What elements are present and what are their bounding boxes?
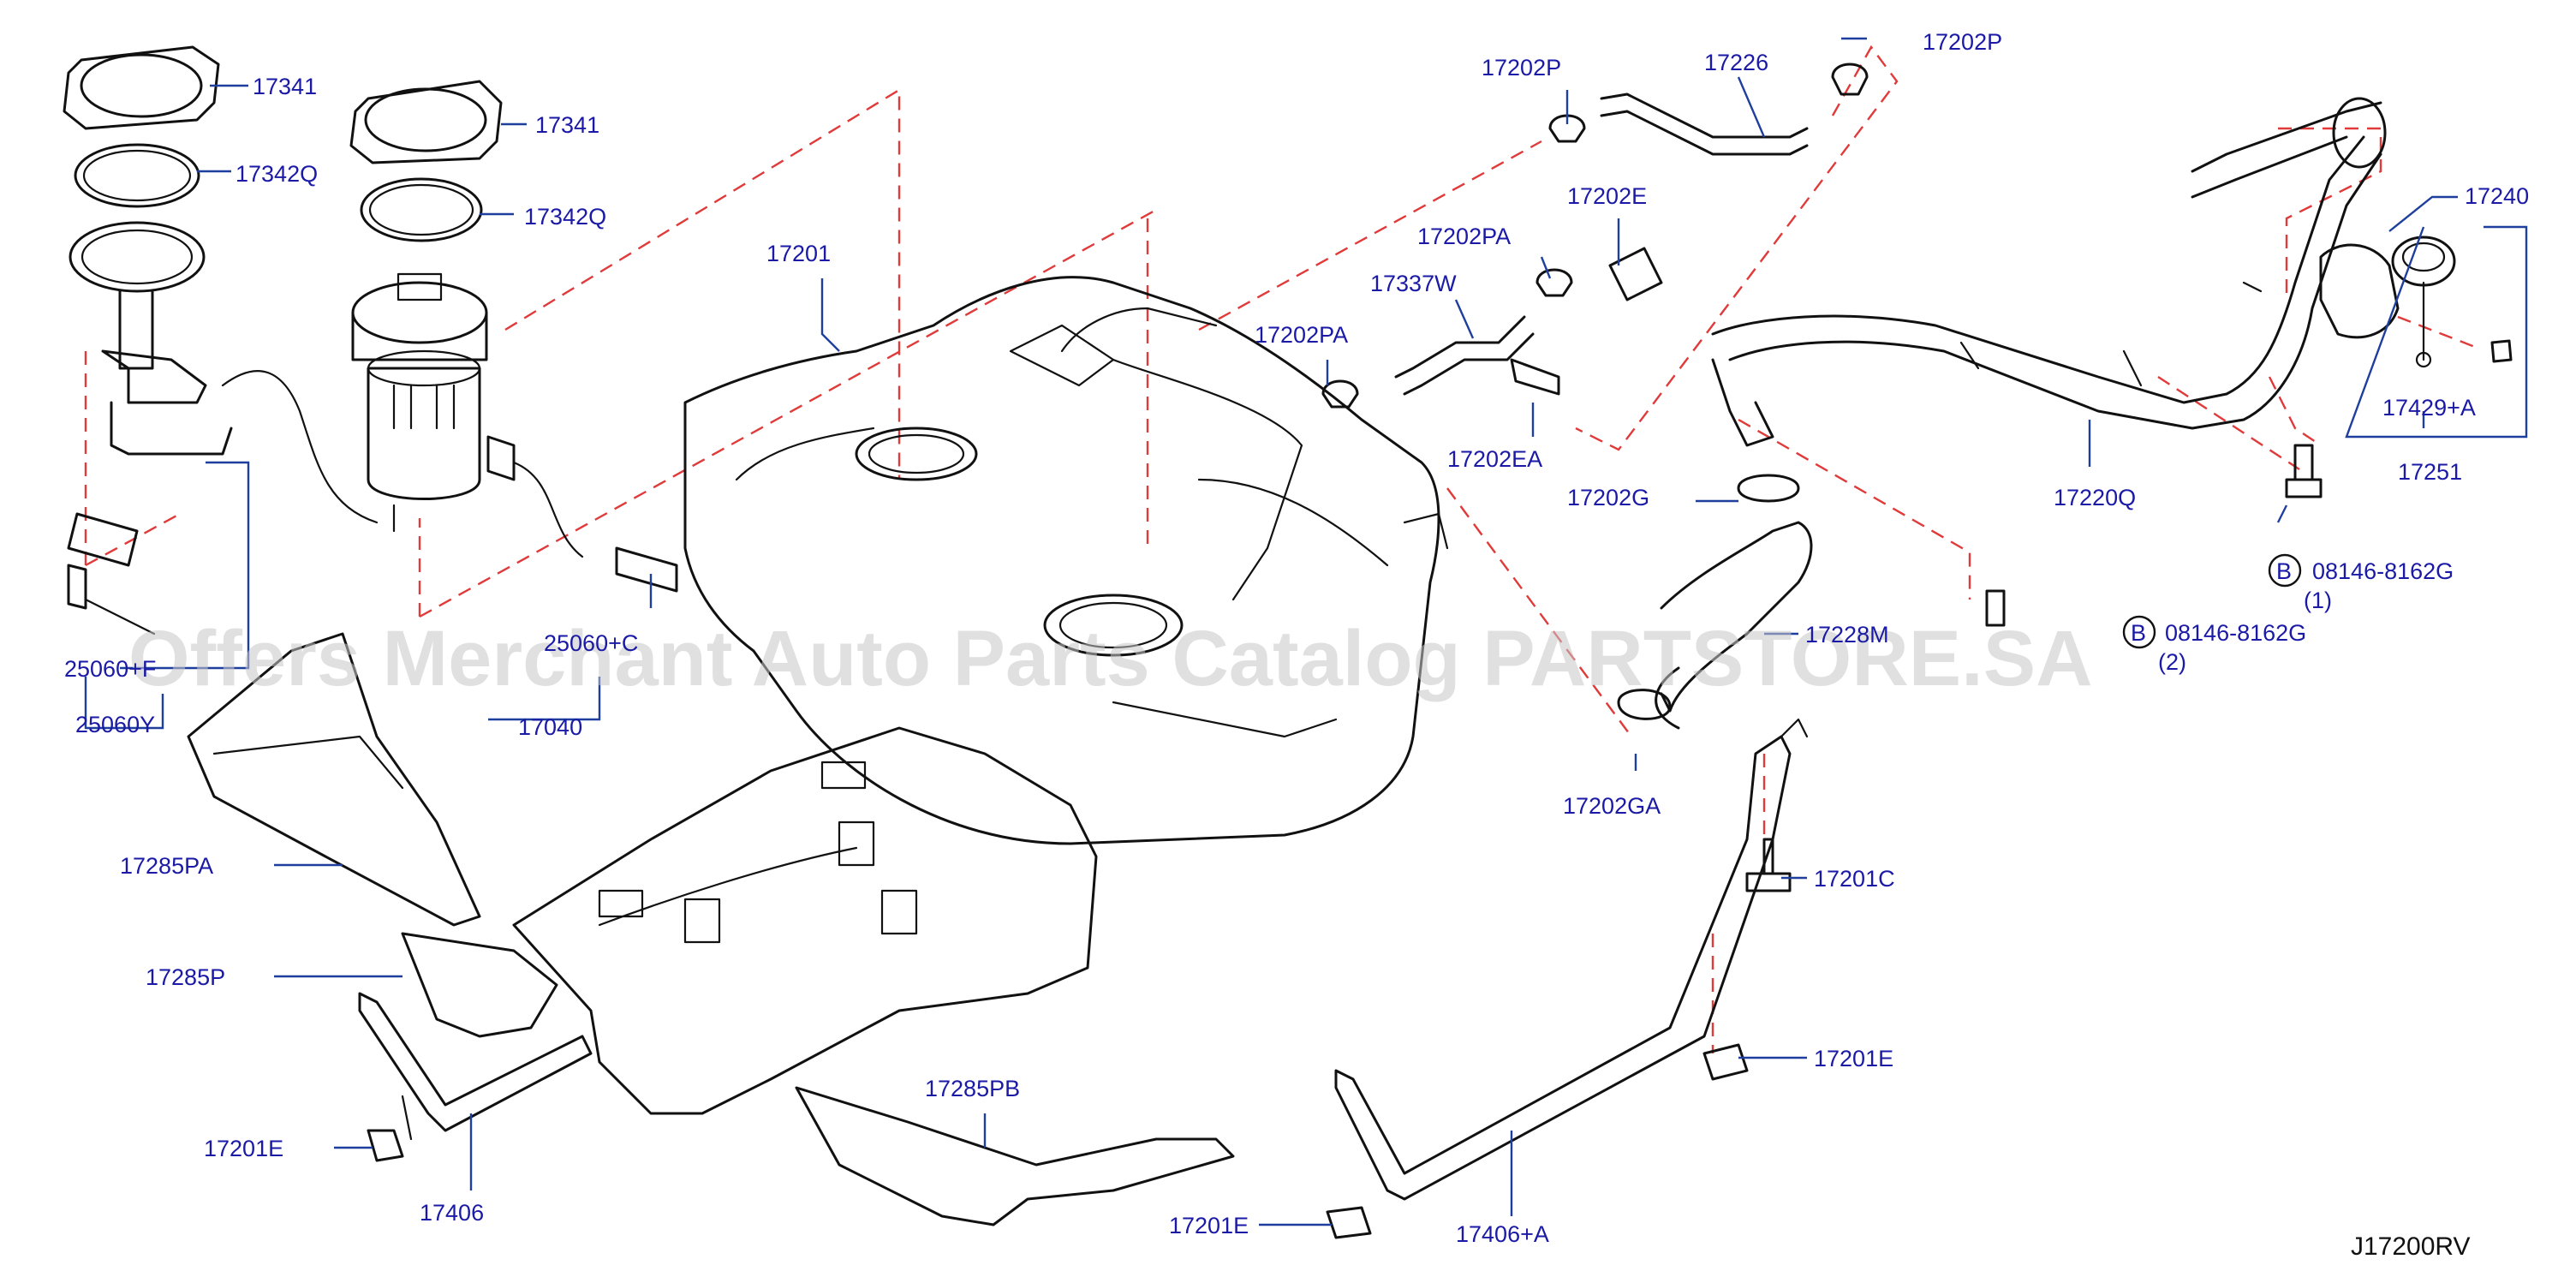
label-17429a[interactable]: 17429+A	[2382, 395, 2476, 421]
label-17202g[interactable]: 17202G	[1567, 485, 1649, 510]
label-17202e[interactable]: 17202E	[1567, 183, 1647, 209]
label-25060f[interactable]: 25060+F	[64, 656, 156, 682]
lock-ring-17341-left	[63, 45, 220, 130]
filler-tube-17220q	[1711, 97, 2387, 447]
label-17341-left[interactable]: 17341	[253, 74, 317, 99]
fuel-sender-unit-left	[67, 221, 379, 636]
mounting-band-17406a	[1334, 718, 1809, 1201]
label-17240[interactable]: 17240	[2465, 183, 2529, 209]
label-17202ga[interactable]: 17202GA	[1563, 793, 1661, 819]
label-17226[interactable]: 17226	[1704, 50, 1768, 75]
label-17406a[interactable]: 17406+A	[1456, 1221, 1549, 1247]
bolt-08146-8162g-1[interactable]: B 08146-8162G (1)	[2268, 553, 2454, 613]
filler-cap-17251	[2391, 236, 2456, 368]
label-17201[interactable]: 17201	[766, 241, 831, 266]
bolt-08146-8162g-2[interactable]: B 08146-8162G (2)	[2122, 615, 2306, 675]
label-17285pb[interactable]: 17285PB	[925, 1076, 1020, 1101]
part-labels: 17341 17342Q 17341 17342Q 17201 17202P 1…	[64, 29, 2529, 1247]
hose-clamps	[1321, 63, 1869, 720]
heat-shield-17285pa	[187, 632, 481, 927]
lock-ring-17341-right	[349, 80, 503, 164]
label-17285pa[interactable]: 17285PA	[120, 853, 213, 879]
leader-lines	[84, 37, 2528, 1226]
label-17040[interactable]: 17040	[518, 714, 582, 740]
label-25060c[interactable]: 25060+C	[544, 630, 638, 656]
fasteners	[367, 339, 2513, 1239]
label-17342q-left[interactable]: 17342Q	[236, 161, 318, 187]
filler-hose-17228m	[1655, 521, 1813, 730]
label-25060y[interactable]: 25060Y	[75, 712, 155, 737]
heat-shield-17285p	[401, 932, 558, 1038]
label-17202pa-top[interactable]: 17202PA	[1417, 224, 1511, 249]
fuel-tank-17201	[683, 276, 1449, 845]
label-17202pa-mid[interactable]: 17202PA	[1255, 322, 1348, 348]
label-17201e-bottom[interactable]: 17201E	[1169, 1213, 1249, 1238]
label-qty-2: (2)	[2158, 649, 2186, 675]
bolt-marker-b: B	[2276, 558, 2292, 584]
vent-hose-17337w	[1394, 315, 1535, 396]
heat-shield-17285pb	[795, 1086, 1235, 1226]
label-08146-8162g-2: 08146-8162G	[2165, 620, 2306, 646]
watermark: Offers Merchant Auto Parts Catalog PARTS…	[128, 615, 2093, 702]
bolt-marker-b-2: B	[2131, 620, 2146, 646]
label-17202p-right[interactable]: 17202P	[1923, 29, 2002, 55]
label-17201e-right[interactable]: 17201E	[1814, 1046, 1893, 1071]
label-17342q-right[interactable]: 17342Q	[524, 204, 606, 230]
alignment-dashes	[84, 45, 2476, 1053]
diagram-code: J17200RV	[2351, 1232, 2471, 1261]
label-17337w[interactable]: 17337W	[1370, 271, 1457, 296]
filler-seal-17240	[2319, 243, 2400, 339]
label-17341-right[interactable]: 17341	[535, 112, 599, 138]
label-qty-1: (1)	[2304, 588, 2332, 613]
fuel-pump-module	[351, 272, 678, 593]
label-17201e-left[interactable]: 17201E	[204, 1136, 283, 1161]
label-17220q[interactable]: 17220Q	[2054, 485, 2136, 510]
label-08146-8162g-1: 08146-8162G	[2312, 558, 2454, 584]
label-17228m[interactable]: 17228M	[1805, 622, 1889, 647]
floor-heat-insulator	[512, 726, 1098, 1115]
label-17251[interactable]: 17251	[2398, 459, 2462, 485]
o-ring-17342q-right	[360, 177, 483, 242]
mounting-band-17406	[358, 992, 593, 1141]
o-ring-17342q-left	[74, 143, 200, 208]
label-17201c[interactable]: 17201C	[1814, 866, 1895, 892]
label-17406[interactable]: 17406	[420, 1200, 484, 1226]
vent-hose-17226	[1600, 92, 1809, 156]
label-17285p[interactable]: 17285P	[146, 964, 225, 990]
label-17202p-left[interactable]: 17202P	[1482, 55, 1561, 81]
label-17202ea[interactable]: 17202EA	[1447, 446, 1542, 472]
